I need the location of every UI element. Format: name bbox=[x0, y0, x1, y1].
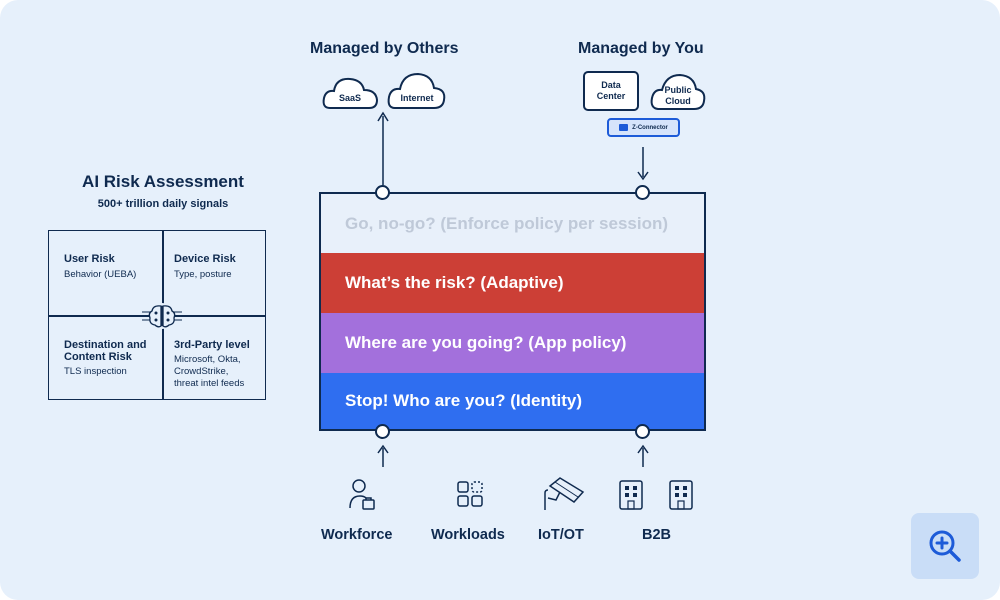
user-risk-title: User Risk bbox=[64, 253, 115, 265]
brain-icon bbox=[142, 303, 182, 329]
layer-risk: What’s the risk? (Adaptive) bbox=[321, 253, 704, 313]
saas-label: SaaS bbox=[338, 93, 362, 103]
stack-node-bottom-right bbox=[635, 424, 650, 439]
stack-node-bottom-left bbox=[375, 424, 390, 439]
third-party-title: 3rd-Party level bbox=[174, 339, 250, 351]
layer-enforce-policy: Go, no-go? (Enforce policy per session) bbox=[321, 194, 704, 253]
source-iot-ot: IoT/OT bbox=[538, 527, 584, 543]
risk-grid: User Risk Behavior (UEBA) Device Risk Ty… bbox=[48, 230, 266, 400]
device-risk-title: Device Risk bbox=[174, 253, 236, 265]
security-camera-icon bbox=[544, 477, 585, 510]
zoom-in-button[interactable] bbox=[911, 513, 979, 579]
office-building-icon bbox=[669, 480, 693, 510]
device-risk-text: Type, posture bbox=[174, 269, 232, 280]
cloud-icon bbox=[387, 72, 446, 109]
source-workloads: Workloads bbox=[431, 527, 505, 543]
internet-label: Internet bbox=[400, 93, 434, 103]
z-connector-badge: Z-Connector bbox=[607, 118, 680, 137]
cloud-icon bbox=[650, 73, 706, 110]
office-building-icon bbox=[619, 480, 643, 510]
stack-node-top-right bbox=[635, 185, 650, 200]
risk-assessment-subtitle: 500+ trillion daily signals bbox=[97, 198, 229, 210]
workloads-grid-icon bbox=[457, 481, 483, 507]
third-party-text-line3: threat intel feeds bbox=[174, 378, 245, 389]
policy-stack: Go, no-go? (Enforce policy per session) … bbox=[319, 192, 706, 431]
data-center-label-line2: Center bbox=[596, 91, 626, 101]
user-risk-text: Behavior (UEBA) bbox=[64, 269, 137, 280]
third-party-text-line1: Microsoft, Okta, bbox=[174, 354, 241, 365]
stack-node-top-left bbox=[375, 185, 390, 200]
destination-risk-title-line1: Destination and bbox=[64, 339, 147, 351]
public-cloud-label-line2: Cloud bbox=[665, 96, 691, 106]
connector-icon bbox=[619, 124, 629, 131]
person-briefcase-icon bbox=[349, 479, 375, 510]
data-center-label-line1: Data bbox=[601, 80, 621, 90]
zoom-in-icon bbox=[929, 530, 961, 562]
third-party-text: Microsoft, Okta, CrowdStrike, threat int… bbox=[174, 354, 244, 390]
public-cloud-label-line1: Public bbox=[664, 85, 692, 95]
managed-by-others-heading: Managed by Others bbox=[310, 40, 459, 57]
risk-assessment-title: AI Risk Assessment bbox=[82, 172, 244, 191]
source-workforce: Workforce bbox=[321, 527, 393, 543]
layer-app-policy: Where are you going? (App policy) bbox=[321, 313, 704, 373]
source-b2b: B2B bbox=[642, 527, 672, 543]
layer-identity: Stop! Who are you? (Identity) bbox=[321, 373, 704, 429]
cloud-icon bbox=[322, 77, 379, 109]
destination-risk-title-line2: Content Risk bbox=[64, 351, 132, 363]
managed-by-you-heading: Managed by You bbox=[578, 40, 704, 57]
z-connector-label: Z-Connector bbox=[632, 124, 668, 131]
destination-risk-text: TLS inspection bbox=[64, 366, 127, 377]
data-center-box: Data Center bbox=[583, 71, 639, 111]
public-cloud-label: Public Cloud bbox=[655, 85, 701, 107]
third-party-text-line2: CrowdStrike, bbox=[174, 366, 229, 377]
destination-risk-title: Destination and Content Risk bbox=[64, 339, 147, 363]
